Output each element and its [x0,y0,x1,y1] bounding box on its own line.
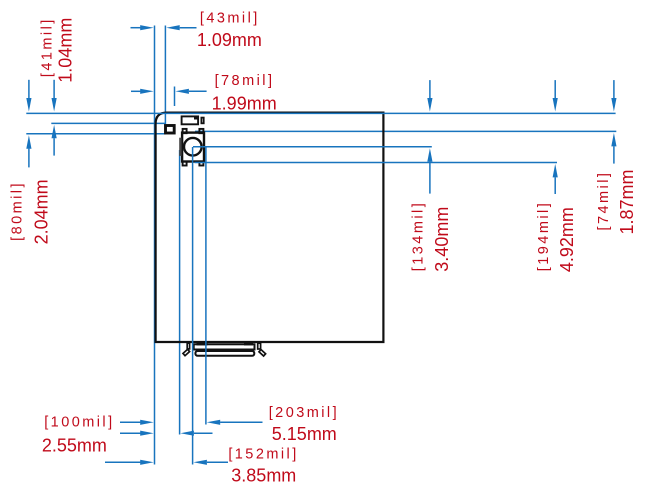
svg-text:[80mil]: [80mil] [10,181,26,241]
svg-text:[194mil]: [194mil] [536,201,552,271]
svg-text:[152mil]: [152mil] [228,447,298,463]
svg-text:4.92mm: 4.92mm [557,207,577,272]
svg-text:3.85mm: 3.85mm [231,465,296,485]
svg-text:[134mil]: [134mil] [410,201,426,271]
svg-text:[43mil]: [43mil] [200,11,260,27]
svg-text:1.04mm: 1.04mm [56,18,76,83]
svg-text:2.55mm: 2.55mm [42,436,107,456]
svg-text:2.04mm: 2.04mm [32,179,52,244]
svg-text:[203mil]: [203mil] [269,405,339,421]
svg-text:[41mil]: [41mil] [40,17,56,77]
svg-text:1.87mm: 1.87mm [617,169,637,234]
svg-text:1.99mm: 1.99mm [212,93,277,113]
svg-text:3.40mm: 3.40mm [432,207,452,272]
svg-text:5.15mm: 5.15mm [272,424,337,444]
svg-text:[74mil]: [74mil] [596,171,612,231]
svg-text:[100mil]: [100mil] [44,415,114,431]
svg-text:1.09mm: 1.09mm [197,30,262,50]
svg-text:[78mil]: [78mil] [215,73,275,89]
